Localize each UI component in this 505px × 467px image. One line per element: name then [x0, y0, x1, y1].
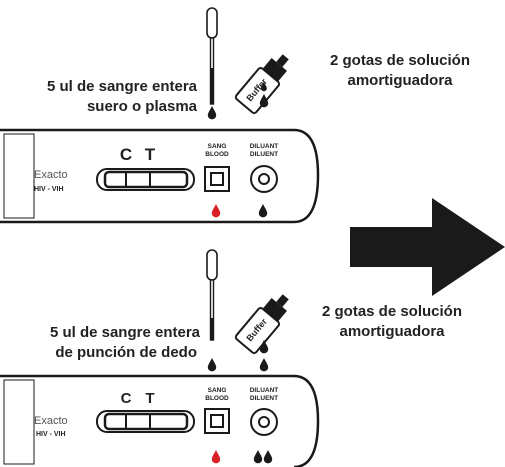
sample-label-line2: suero o plasma [87, 98, 198, 115]
diluent-well-label-line1: DILUANT [250, 143, 279, 150]
buffer-label-line1: 2 gotas de solución [322, 303, 462, 320]
product-name: HIV - VIH [36, 431, 66, 438]
test-cassette: Exacto HIV - VIH C T SANG BLOOD DILUANT … [0, 128, 320, 224]
sample-well [204, 408, 230, 434]
pipette-drop-icon [207, 106, 217, 120]
buffer-bottle-icon: Buffer [234, 294, 289, 354]
brand-logo: Exacto [34, 169, 68, 181]
pipette-icon [206, 249, 218, 341]
top-panel: Buffer 5 ul de sangre entera suero o pla… [0, 7, 470, 224]
product-name: HIV - VIH [34, 186, 64, 193]
sample-well-label-line1: SANG [208, 387, 227, 394]
result-window [96, 410, 195, 433]
result-window [96, 168, 195, 191]
diluent-well-label-line1: DILUANT [250, 387, 279, 394]
sample-label-line1: 5 ul de sangre entera [50, 324, 201, 341]
sample-well-label-line2: BLOOD [205, 151, 229, 158]
control-mark: C [121, 390, 132, 407]
test-mark: T [145, 145, 156, 164]
test-mark: T [145, 390, 154, 407]
blood-drop-icon [211, 450, 221, 464]
next-step-arrow-icon [350, 198, 505, 296]
pipette-drop-icon [207, 358, 217, 372]
diluent-well-label-line2: DILUENT [250, 395, 278, 402]
pipette-icon [206, 7, 218, 105]
sample-label-line1: 5 ul de sangre entera [47, 78, 198, 95]
test-cassette: Exacto HIV - VIH C T SANG BLOOD DILUANT … [0, 374, 320, 467]
buffer-drop-icon [259, 358, 269, 372]
sample-label-line2: de punción de dedo [55, 344, 197, 361]
sample-well-label-line1: SANG [208, 143, 227, 150]
buffer-label-line1: 2 gotas de solución [330, 52, 470, 69]
diluent-well [250, 165, 278, 193]
brand-logo: Exacto [34, 415, 68, 427]
diluent-well [250, 408, 278, 436]
bottom-panel: Buffer 5 ul de sangre entera de punción … [0, 249, 462, 467]
buffer-label-line2: amortiguadora [347, 72, 453, 89]
diluent-well-label-line2: DILUENT [250, 151, 278, 158]
sample-well [204, 166, 230, 192]
sample-well-label-line2: BLOOD [205, 395, 229, 402]
control-mark: C [120, 145, 132, 164]
buffer-label-line2: amortiguadora [339, 323, 445, 340]
